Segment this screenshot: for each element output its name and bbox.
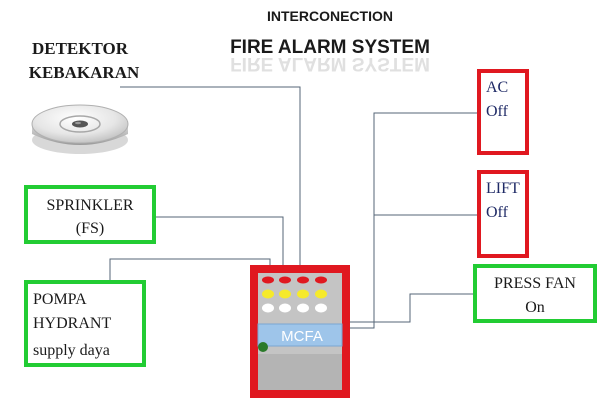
wire-press-fan [350,293,474,323]
sprinkler-line2: (FS) [76,220,104,237]
wire-ac [350,112,478,329]
pump-line3: supply daya [33,342,110,359]
control-panel-icon: MCFA [250,265,350,398]
press-fan-line2: On [525,299,545,316]
wire-pump [109,258,271,282]
panel-label: MCFA [281,328,323,345]
power-indicator [258,342,268,352]
header-title: FIRE ALARM SYSTEM [230,37,430,58]
led-row-yellow [262,289,327,299]
wires [109,86,478,329]
header-reflection: FIRE ALARM SYSTEM [230,53,430,74]
lift-line2: Off [486,204,509,221]
pump-box [24,280,146,367]
detector-label-line2: KEBAKARAN [29,63,140,82]
sprinkler-line1: SPRINKLER [46,197,133,214]
press-fan-box [473,264,597,323]
lift-line1: LIFT [486,180,520,197]
press-fan-line1: PRESS FAN [494,275,576,292]
pump-line2: HYDRANT [33,315,111,332]
ac-line1: AC [486,79,508,96]
smoke-detector-icon [31,104,129,154]
wire-sprinkler [154,216,284,266]
wire-detector [120,86,301,266]
lift-box [477,170,529,258]
led-row-red [262,276,327,284]
panel-lcd [257,323,343,347]
ac-box [477,69,529,155]
pump-line1: POMPA [33,291,87,308]
ac-line2: Off [486,103,509,120]
header-line1: INTERCONECTION [267,8,393,24]
detector-label-line1: DETEKTOR [32,39,129,58]
led-row-white [262,303,327,313]
sprinkler-box [24,185,156,244]
panel-lower [258,354,342,390]
